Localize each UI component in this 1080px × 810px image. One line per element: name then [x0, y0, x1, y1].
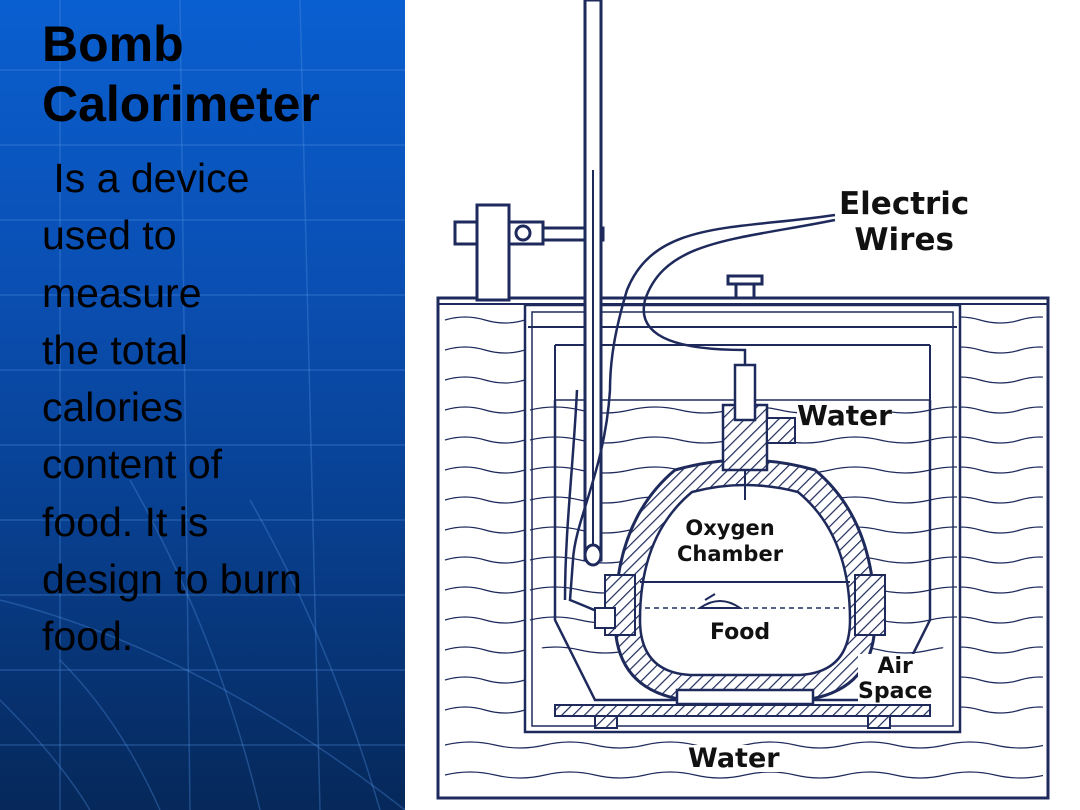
label-food: Food: [710, 620, 771, 645]
diagram-panel: Electric Wires Water Oxygen Chamber Food…: [405, 0, 1080, 810]
bomb-calorimeter-diagram: [436, 0, 1050, 800]
label-oxygen-chamber: Oxygen Chamber: [677, 515, 784, 567]
slide-body-text: Is a device used to measure the total ca…: [42, 155, 302, 660]
label-air: Air: [877, 654, 913, 679]
title-line-1: Bomb: [42, 16, 184, 72]
label-chamber: Chamber: [677, 542, 784, 566]
label-oxygen: Oxygen: [685, 516, 775, 540]
title-line-2: Calorimeter: [42, 76, 320, 132]
thermometer: [583, 0, 603, 567]
outer-container: [436, 296, 1050, 800]
label-space: Space: [858, 679, 933, 704]
label-electric: Electric: [839, 186, 970, 222]
background-lines: [0, 0, 405, 810]
electric-wires: [563, 213, 836, 622]
label-electric-wires: Electric Wires: [839, 186, 970, 258]
label-water-top: Water: [797, 399, 892, 432]
label-water-bottom: Water: [688, 743, 780, 774]
label-wires: Wires: [854, 222, 954, 258]
label-air-space: Air Space: [858, 654, 933, 704]
lid-knob: [726, 274, 764, 300]
outer-water-waves: [444, 316, 1043, 779]
stirrer-stand: [453, 203, 605, 302]
